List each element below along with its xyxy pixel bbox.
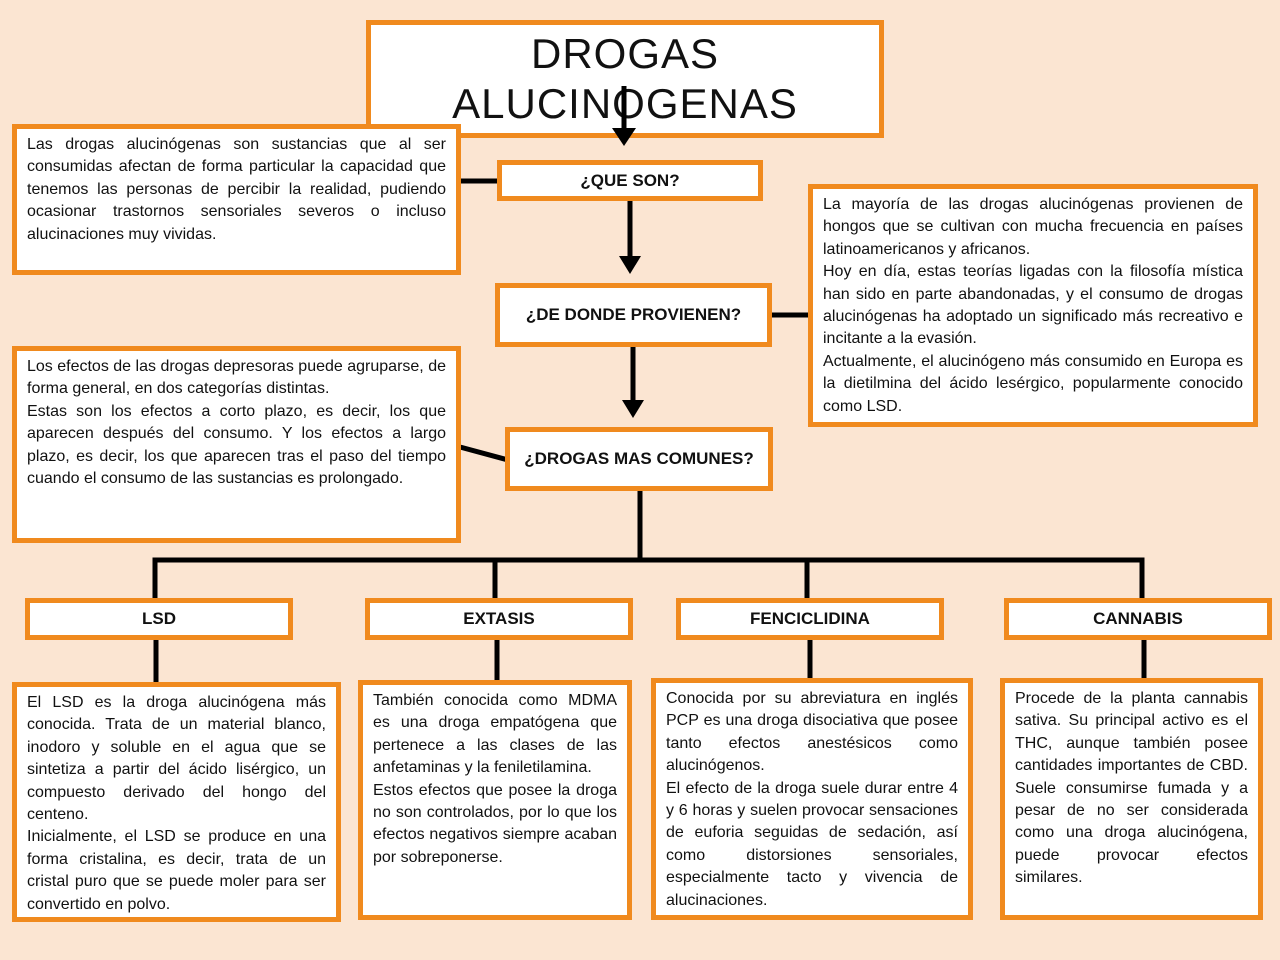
- connector-mas-comunes-desc: [456, 443, 512, 464]
- desc-paragraph: Hoy en día, estas teorías ligadas con la…: [823, 263, 1243, 348]
- desc-paragraph: También conocida como MDMA es una droga …: [373, 692, 617, 777]
- node-label: ¿DE DONDE PROVIENEN?: [525, 305, 742, 324]
- desc-paragraph: Conocida por su abreviatura en inglés PC…: [666, 690, 958, 775]
- desc-extasis: También conocida como MDMA es una droga …: [358, 680, 632, 920]
- desc-paragraph: El efecto de la droga suele durar entre …: [666, 779, 958, 909]
- desc-paragraph: Los efectos de las drogas depresoras pue…: [27, 358, 446, 398]
- node-de-donde: ¿DE DONDE PROVIENEN?: [495, 283, 772, 347]
- node-label: ¿DROGAS MAS COMUNES?: [524, 449, 754, 468]
- node-label: CANNABIS: [1093, 609, 1183, 628]
- node-label: ¿QUE SON?: [580, 170, 680, 190]
- node-lsd: LSD: [25, 598, 293, 640]
- desc-paragraph: La mayoría de las drogas alucinógenas pr…: [823, 196, 1243, 258]
- page-title: DROGAS ALUCINOGENAS: [452, 30, 798, 127]
- desc-paragraph: Inicialmente, el LSD se produce en una f…: [27, 828, 326, 913]
- node-que-son: ¿QUE SON?: [497, 160, 763, 201]
- desc-paragraph: Procede de la planta cannabis sativa. Su…: [1015, 690, 1248, 887]
- node-label: LSD: [142, 609, 176, 628]
- desc-fenciclidina: Conocida por su abreviatura en inglés PC…: [651, 678, 973, 920]
- node-label: FENCICLIDINA: [750, 609, 870, 628]
- desc-paragraph: Estos efectos que posee la droga no son …: [373, 781, 617, 866]
- desc-paragraph: Actualmente, el alucinógeno más consumid…: [823, 352, 1243, 415]
- node-extasis: EXTASIS: [365, 598, 633, 640]
- node-cannabis: CANNABIS: [1004, 598, 1272, 640]
- desc-paragraph: Las drogas alucinógenas son sustancias q…: [27, 136, 446, 243]
- desc-que-son: Las drogas alucinógenas son sustancias q…: [12, 124, 461, 275]
- title-box: DROGAS ALUCINOGENAS: [366, 20, 884, 138]
- node-label: EXTASIS: [463, 609, 535, 628]
- desc-paragraph: El LSD es la droga alucinógena más conoc…: [27, 694, 326, 824]
- desc-lsd: El LSD es la droga alucinógena más conoc…: [12, 682, 341, 922]
- node-fenciclidina: FENCICLIDINA: [676, 598, 944, 640]
- desc-de-donde: La mayoría de las drogas alucinógenas pr…: [808, 184, 1258, 427]
- node-mas-comunes: ¿DROGAS MAS COMUNES?: [505, 427, 773, 491]
- desc-efectos: Los efectos de las drogas depresoras pue…: [12, 346, 461, 543]
- desc-paragraph: Estas son los efectos a corto plazo, es …: [27, 402, 446, 488]
- desc-cannabis: Procede de la planta cannabis sativa. Su…: [1000, 678, 1263, 920]
